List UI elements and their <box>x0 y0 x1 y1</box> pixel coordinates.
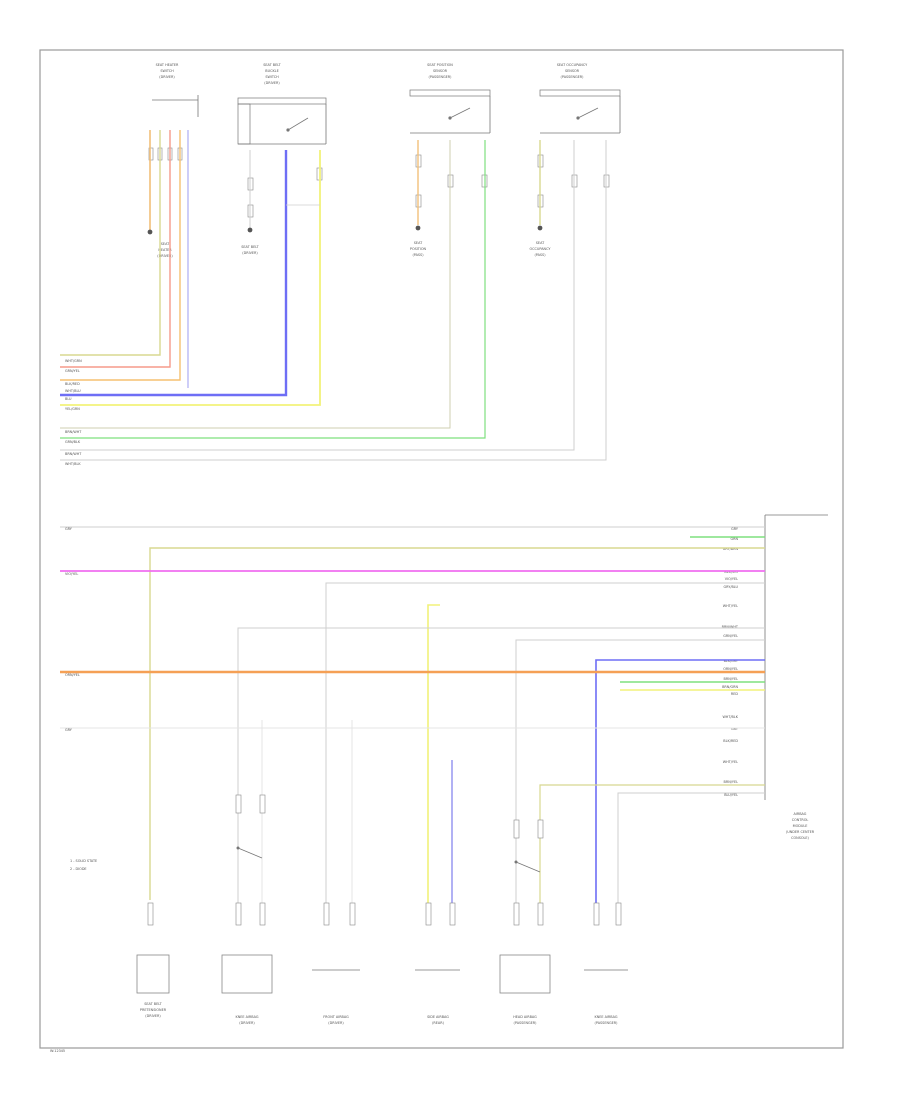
svg-text:GRY: GRY <box>65 728 73 732</box>
svg-text:WHT/YEL: WHT/YEL <box>723 760 738 764</box>
svg-text:BUCKLE: BUCKLE <box>265 69 278 73</box>
svg-text:GRY: GRY <box>731 527 739 531</box>
svg-text:BLU/YEL: BLU/YEL <box>724 793 738 797</box>
top-component-4: SEAT OCCUPANCY SENSOR (PASSENGER) <box>537 63 621 208</box>
svg-text:GRN/YEL: GRN/YEL <box>723 634 738 638</box>
svg-text:WHT/BLU: WHT/BLU <box>65 389 81 393</box>
svg-text:SENSOR: SENSOR <box>565 69 580 73</box>
top-component-1: SEAT HEATER SWITCH (DRIVER) <box>148 63 199 161</box>
top-ground-labels: SEAT HEATER (DRIVER) SEAT BELT (DRIVER) … <box>157 241 551 258</box>
svg-text:KNEE AIRBAG: KNEE AIRBAG <box>594 1015 617 1019</box>
svg-text:SEAT HEATER: SEAT HEATER <box>156 63 179 67</box>
wire-labels-top: WHT/GRN GRN/YEL BLK/RED WHT/BLU BLU YEL/… <box>65 359 82 466</box>
svg-text:GRY: GRY <box>65 527 73 531</box>
svg-text:GRY: GRY <box>731 727 739 731</box>
svg-text:SEAT POSITION: SEAT POSITION <box>427 63 453 67</box>
svg-text:GRN/YEL: GRN/YEL <box>65 369 80 373</box>
module-pin-labels: GRY GRN GRY/BRN BLK/VIO VIO/YEL GRY/BLU … <box>722 527 739 797</box>
svg-text:SEAT BELT: SEAT BELT <box>263 63 281 67</box>
svg-text:CONSOLE): CONSOLE) <box>791 836 809 840</box>
svg-text:(PASS): (PASS) <box>534 253 546 257</box>
svg-text:POSITION: POSITION <box>410 247 427 251</box>
svg-text:SEAT: SEAT <box>414 241 423 245</box>
svg-text:(DRIVER): (DRIVER) <box>264 81 280 85</box>
svg-text:VIO/YEL: VIO/YEL <box>725 577 738 581</box>
svg-text:ORN/YEL: ORN/YEL <box>65 673 80 677</box>
svg-text:FRONT AIRBAG: FRONT AIRBAG <box>323 1015 349 1019</box>
footer-code: W:12345 <box>50 1049 65 1053</box>
svg-text:(DRIVER): (DRIVER) <box>242 251 258 255</box>
svg-text:2 - DIODE: 2 - DIODE <box>70 867 87 871</box>
svg-text:(DRIVER): (DRIVER) <box>328 1021 344 1025</box>
svg-text:KNEE AIRBAG: KNEE AIRBAG <box>235 1015 258 1019</box>
svg-text:(DRIVER): (DRIVER) <box>157 254 173 258</box>
legend: 1 - SOLID STATE 2 - DIODE <box>70 859 97 871</box>
svg-text:BLK/GRY: BLK/GRY <box>724 659 739 663</box>
svg-text:GRY/BRN: GRY/BRN <box>723 547 739 551</box>
wire-labels-low: GRY VIO/YEL ORN/YEL GRY <box>65 527 80 732</box>
svg-text:1 - SOLID STATE: 1 - SOLID STATE <box>70 859 97 863</box>
svg-text:WHT/BLK: WHT/BLK <box>65 462 81 466</box>
svg-text:HEATER: HEATER <box>158 248 172 252</box>
top-grounds <box>147 225 543 235</box>
svg-text:(PASS): (PASS) <box>412 253 424 257</box>
svg-text:SEAT: SEAT <box>536 241 545 245</box>
svg-text:SWITCH: SWITCH <box>160 69 174 73</box>
svg-text:(PASSENGER): (PASSENGER) <box>561 75 585 79</box>
svg-text:BLK/VIO: BLK/VIO <box>724 570 738 574</box>
svg-text:SIDE AIRBAG: SIDE AIRBAG <box>427 1015 449 1019</box>
svg-text:GRN/BLK: GRN/BLK <box>65 440 81 444</box>
svg-text:SEAT BELT: SEAT BELT <box>241 245 259 249</box>
svg-text:ORN/YEL: ORN/YEL <box>723 667 738 671</box>
svg-text:BLK/RED: BLK/RED <box>723 739 738 743</box>
svg-text:BRN/GRN: BRN/GRN <box>722 685 738 689</box>
svg-text:BRN/YEL: BRN/YEL <box>724 677 739 681</box>
svg-text:PRETENSIONER: PRETENSIONER <box>140 1008 167 1012</box>
svg-text:WHT/GRN: WHT/GRN <box>65 359 82 363</box>
svg-text:RED: RED <box>731 692 738 696</box>
top-wires <box>60 130 607 461</box>
svg-text:HEAD AIRBAG: HEAD AIRBAG <box>513 1015 537 1019</box>
top-component-2: SEAT BELT BUCKLE SWITCH (DRIVER) <box>237 63 327 218</box>
svg-text:OCCUPANCY: OCCUPANCY <box>530 247 552 251</box>
svg-text:BRN/WHT: BRN/WHT <box>65 430 82 434</box>
svg-text:SENSOR: SENSOR <box>433 69 448 73</box>
svg-text:(PASSENGER): (PASSENGER) <box>514 1021 538 1025</box>
svg-text:(PASSENGER): (PASSENGER) <box>595 1021 619 1025</box>
svg-text:WHT/YEL: WHT/YEL <box>723 604 738 608</box>
svg-text:SWITCH: SWITCH <box>265 75 279 79</box>
svg-text:(REAR): (REAR) <box>432 1021 444 1025</box>
svg-text:YEL/GRN: YEL/GRN <box>65 407 80 411</box>
diagram-frame <box>39 49 844 1049</box>
svg-text:CONTROL: CONTROL <box>792 818 809 822</box>
svg-text:GRN: GRN <box>730 537 738 541</box>
svg-text:BLU: BLU <box>65 397 72 401</box>
svg-text:BRN/YEL: BRN/YEL <box>724 780 739 784</box>
switch-symbols <box>236 846 541 873</box>
svg-text:MODULE: MODULE <box>793 824 808 828</box>
svg-text:(DRIVER): (DRIVER) <box>159 75 175 79</box>
airbag-control-module: AIRBAG CONTROL MODULE (UNDER CENTER CONS… <box>764 514 828 840</box>
svg-text:AIRBAG: AIRBAG <box>794 812 807 816</box>
lower-wires <box>60 526 765 905</box>
svg-text:(DRIVER): (DRIVER) <box>239 1021 255 1025</box>
svg-text:(PASSENGER): (PASSENGER) <box>429 75 453 79</box>
svg-text:(UNDER CENTER: (UNDER CENTER <box>786 830 815 834</box>
svg-text:GRY/BLU: GRY/BLU <box>723 585 738 589</box>
svg-text:BRN/WHT: BRN/WHT <box>722 625 739 629</box>
svg-text:SEAT BELT: SEAT BELT <box>144 1002 162 1006</box>
lower-connectors <box>147 794 622 926</box>
svg-text:SEAT: SEAT <box>161 242 170 246</box>
svg-text:BLK/RED: BLK/RED <box>65 382 80 386</box>
svg-text:(DRIVER): (DRIVER) <box>145 1014 161 1018</box>
svg-text:VIO/YEL: VIO/YEL <box>65 572 78 576</box>
svg-text:WHT/BLK: WHT/BLK <box>722 715 738 719</box>
svg-text:SEAT OCCUPANCY: SEAT OCCUPANCY <box>557 63 588 67</box>
svg-text:BRN/WHT: BRN/WHT <box>65 452 82 456</box>
bottom-components: SEAT BELT PRETENSIONER (DRIVER) KNEE AIR… <box>136 954 628 1025</box>
